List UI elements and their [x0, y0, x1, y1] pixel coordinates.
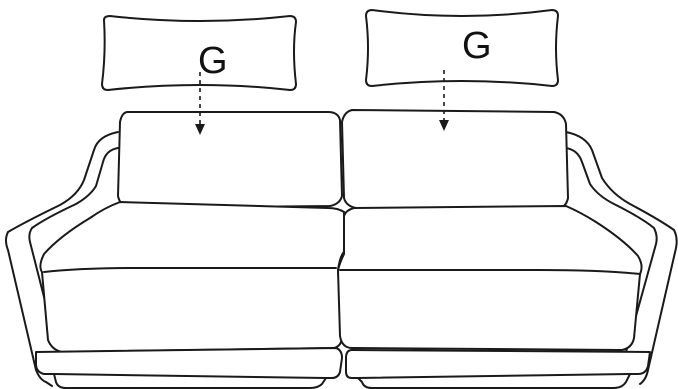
- seat-right-top-edge: [339, 269, 641, 275]
- seat-left-top-edge: [43, 267, 337, 273]
- base-right: [345, 349, 651, 389]
- pillow-left-arrow-icon: [195, 124, 205, 135]
- right-arm-inner: [565, 147, 658, 353]
- pillow-right: [365, 9, 559, 87]
- back-cushions: [117, 109, 569, 211]
- left-arm-inner: [28, 147, 119, 353]
- base-left-foot-line: [53, 373, 327, 379]
- pillow-left: [101, 15, 297, 91]
- pillow-right-label: G: [462, 25, 492, 67]
- pillow-left-group: G: [101, 15, 297, 135]
- back-cushion-left: [117, 111, 343, 209]
- pillow-right-arrow-icon: [439, 120, 449, 131]
- pillow-left-label: G: [198, 40, 228, 82]
- back-cushion-right: [341, 109, 569, 211]
- seat-cushions: [39, 201, 643, 353]
- base-right-foot-line: [357, 373, 631, 379]
- base-left: [35, 347, 343, 389]
- pillow-right-group: G: [365, 9, 559, 131]
- seat-cushion-right: [337, 205, 643, 351]
- seat-cushion-left: [39, 201, 345, 353]
- sofa-base: [35, 347, 651, 389]
